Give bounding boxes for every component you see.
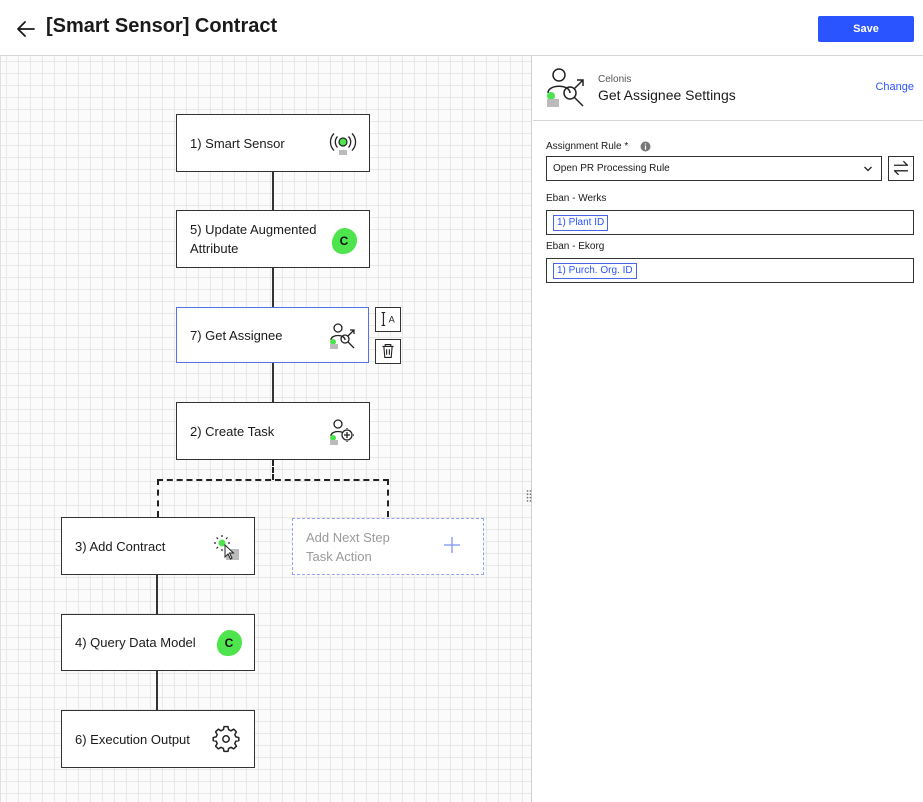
- assignment-rule-label: Assignment Rule *: [546, 141, 629, 152]
- node-query-data-model[interactable]: 4) Query Data Model C: [61, 614, 255, 671]
- back-arrow-icon[interactable]: [14, 16, 40, 42]
- workflow-canvas[interactable]: 1) Smart Sensor 5) Update Augmented Attr…: [0, 56, 532, 802]
- branch-connector: [272, 460, 274, 480]
- get-assignee-icon: [547, 68, 584, 107]
- settings-panel-header: Celonis Get Assignee Settings Change: [533, 56, 923, 121]
- chevron-down-icon: [864, 166, 872, 172]
- node-label: 4) Query Data Model: [75, 635, 196, 650]
- add-step-label: Add Next Step: [306, 530, 390, 545]
- ekorg-input[interactable]: 1) Purch. Org. ID: [546, 258, 914, 283]
- variable-chip[interactable]: 1) Purch. Org. ID: [553, 263, 637, 279]
- save-button[interactable]: Save: [818, 16, 914, 42]
- branch-connector: [157, 479, 159, 517]
- page-title: [Smart Sensor] Contract: [46, 15, 278, 37]
- vendor-label: Celonis: [598, 74, 632, 85]
- create-task-icon: [330, 419, 354, 445]
- get-assignee-icon: [330, 323, 355, 349]
- node-label: 1) Smart Sensor: [190, 136, 285, 151]
- settings-panel: Celonis Get Assignee Settings Change Ass…: [533, 56, 923, 802]
- swap-arrows-icon: [893, 160, 909, 176]
- svg-text:C: C: [225, 636, 234, 650]
- variable-chip[interactable]: 1) Plant ID: [553, 215, 609, 231]
- node-add-contract[interactable]: 3) Add Contract: [61, 517, 255, 575]
- node-label: 5) Update Augmented: [190, 222, 317, 237]
- connector: [272, 172, 274, 210]
- svg-text:A: A: [389, 315, 396, 325]
- field-label-ekorg: Eban - Ekorg: [546, 241, 605, 252]
- assignment-rule-select[interactable]: Open PR Processing Rule: [546, 156, 882, 181]
- info-icon[interactable]: [640, 141, 651, 152]
- change-action-link[interactable]: Change: [875, 81, 914, 93]
- delete-step-button[interactable]: [375, 339, 401, 364]
- node-get-assignee[interactable]: 7) Get Assignee: [176, 307, 369, 363]
- trash-icon: [382, 344, 394, 359]
- node-execution-output[interactable]: 6) Execution Output: [61, 710, 255, 768]
- plus-icon: [444, 537, 460, 553]
- connector: [156, 671, 158, 710]
- field-label-werks: Eban - Werks: [546, 193, 607, 204]
- celonis-icon: C: [216, 630, 242, 656]
- panel-resize-handle[interactable]: [526, 489, 532, 503]
- node-smart-sensor[interactable]: 1) Smart Sensor: [176, 114, 370, 172]
- node-label-line2: Attribute: [190, 241, 239, 256]
- action-icon: [214, 535, 239, 560]
- node-label: 2) Create Task: [190, 424, 275, 439]
- smart-sensor-icon: [329, 133, 357, 155]
- svg-text:C: C: [340, 234, 349, 248]
- connector: [156, 575, 158, 614]
- swap-mode-button[interactable]: [888, 156, 914, 181]
- settings-title: Get Assignee Settings: [598, 87, 736, 103]
- connector: [272, 268, 274, 307]
- node-update-augmented-attribute[interactable]: 5) Update Augmented Attribute C: [176, 210, 370, 268]
- rename-step-button[interactable]: A: [375, 307, 401, 332]
- node-label: 3) Add Contract: [75, 539, 166, 554]
- werks-input[interactable]: 1) Plant ID: [546, 210, 914, 235]
- celonis-icon: C: [331, 228, 357, 254]
- assignment-rule-value: Open PR Processing Rule: [553, 163, 670, 174]
- node-label: 7) Get Assignee: [190, 328, 283, 343]
- gear-icon: [212, 725, 240, 753]
- branch-connector: [387, 479, 389, 517]
- branch-connector: [157, 479, 389, 481]
- add-next-step-placeholder[interactable]: Add Next Step Task Action: [292, 518, 484, 575]
- node-create-task[interactable]: 2) Create Task: [176, 402, 370, 460]
- header-bar: [Smart Sensor] Contract Save: [0, 0, 923, 56]
- node-label: 6) Execution Output: [75, 732, 190, 747]
- connector: [272, 363, 274, 402]
- rename-icon: A: [381, 312, 396, 327]
- add-step-sublabel: Task Action: [306, 549, 372, 564]
